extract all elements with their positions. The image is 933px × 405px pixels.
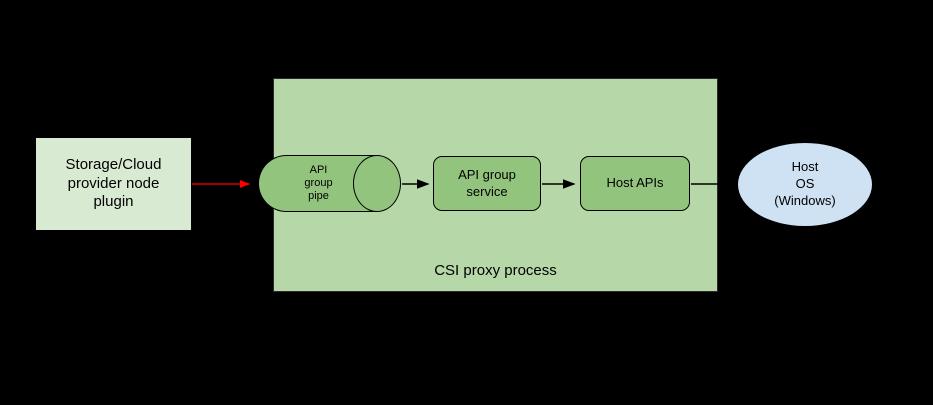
node-api-group-service: API group service [433, 156, 541, 211]
api-group-service-label: API group service [458, 167, 516, 199]
api-group-pipe-cap [353, 155, 401, 212]
host-apis-label: Host APIs [606, 175, 664, 191]
node-storage-plugin: Storage/Cloud provider node plugin [35, 137, 192, 231]
node-host-apis: Host APIs [580, 156, 690, 211]
storage-plugin-label: Storage/Cloud provider node plugin [65, 155, 162, 211]
node-host-os: Host OS (Windows) [737, 142, 873, 227]
host-os-label: Host OS (Windows) [774, 159, 836, 208]
api-group-pipe-label: API group pipe [304, 163, 333, 203]
csi-proxy-process-label: CSI proxy process [434, 262, 557, 279]
